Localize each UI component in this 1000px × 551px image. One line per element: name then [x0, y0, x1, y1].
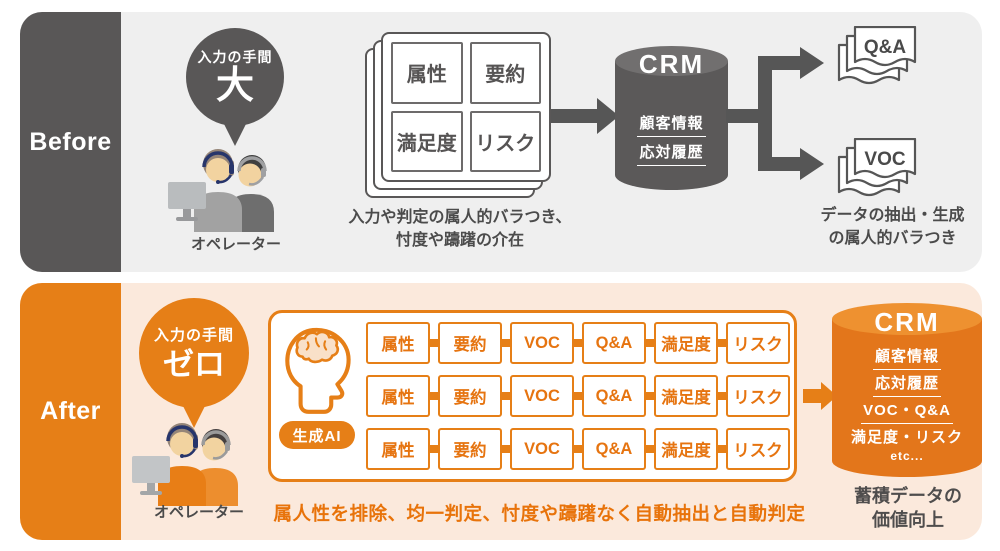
gen-ai-badge-text: 生成AI	[292, 427, 342, 445]
gbox: Q&A	[582, 428, 646, 470]
card-front: 属性 要約 満足度 リスク	[381, 32, 551, 182]
gbox: 属性	[366, 375, 430, 417]
before-bubble-line1: 入力の手間	[197, 49, 273, 66]
before-card-caption-line2: 忖度や躊躇の介在	[395, 232, 524, 249]
after-crm-line4: 満足度・リスク	[850, 429, 963, 446]
after-bubble-line1: 入力の手間	[153, 327, 234, 345]
gbox: VOC	[510, 322, 574, 364]
before-output-caption: データの抽出・生成 の属人的バラつき	[795, 204, 990, 250]
card-cell-satisfaction: 満足度	[391, 110, 463, 172]
qa-documents-icon	[837, 26, 917, 85]
connector	[574, 392, 582, 400]
after-crm-caption: 蓄積データの 価値向上	[818, 484, 998, 532]
ai-output-row-2: 属性 要約 VOC Q&A 満足度 リスク	[366, 375, 790, 417]
arrow-panel-to-crm	[803, 389, 821, 403]
before-speech-bubble: 入力の手間 大	[186, 28, 284, 126]
before-crm-line1: 顧客情報	[637, 112, 706, 137]
before-operators-icon	[168, 149, 274, 232]
voc-doc-label: VOC	[864, 149, 906, 170]
before-label: Before	[20, 12, 121, 272]
card-cell-attribute: 属性	[391, 42, 463, 104]
connector	[718, 392, 726, 400]
connector	[502, 445, 510, 453]
after-crm-line5: etc...	[890, 449, 924, 463]
gbox: リスク	[726, 375, 790, 417]
connector	[574, 445, 582, 453]
gbox: 属性	[366, 322, 430, 364]
after-panel-caption: 属人性を排除、均一判定、忖度や躊躇なく自動抽出と自動判定	[273, 503, 806, 524]
before-operator-label: オペレーター	[190, 236, 281, 253]
before-label-text: Before	[29, 127, 112, 156]
after-operator-label: オペレーター	[153, 504, 244, 521]
connector	[718, 339, 726, 347]
gbox: 満足度	[654, 375, 718, 417]
connector	[646, 445, 654, 453]
operator-back	[228, 155, 274, 232]
card-cell-summary: 要約	[469, 42, 541, 104]
before-crm-database: CRM 顧客情報 応対履歴	[615, 46, 728, 190]
after-speech-bubble: 入力の手間 ゼロ	[139, 298, 249, 408]
connector	[502, 392, 510, 400]
before-bubble-tail	[222, 120, 248, 146]
voc-documents-icon	[837, 138, 917, 197]
after-bubble-line2: ゼロ	[163, 347, 225, 383]
before-card-caption: 入力や判定の属人的バラつき、 忖度や躊躇の介在	[320, 206, 600, 252]
monitor-icon	[168, 182, 206, 221]
before-output-caption-line1: データの抽出・生成	[820, 207, 965, 224]
before-crm-line2: 応対履歴	[637, 141, 706, 166]
arrow-cards-to-crm-head	[597, 98, 619, 134]
ai-output-row-3: 属性 要約 VOC Q&A 満足度 リスク	[366, 428, 790, 470]
before-output-caption-line2: の属人的バラつき	[828, 230, 957, 247]
after-crm-line3: VOC・Q&A	[861, 399, 953, 424]
connector	[646, 392, 654, 400]
monitor-icon	[132, 456, 170, 495]
after-crm-caption-line2: 価値向上	[872, 510, 944, 530]
connector	[646, 339, 654, 347]
after-crm-caption-line1: 蓄積データの	[854, 486, 962, 506]
connector	[718, 445, 726, 453]
gbox: リスク	[726, 428, 790, 470]
after-crm-database: CRM 顧客情報 応対履歴 VOC・Q&A 満足度・リスク etc...	[832, 303, 982, 477]
connector	[430, 392, 438, 400]
before-bubble-line2: 大	[215, 65, 254, 108]
gbox: Q&A	[582, 375, 646, 417]
connector	[574, 339, 582, 347]
after-operators-icon	[132, 423, 238, 506]
arrow-cards-to-crm	[551, 109, 597, 123]
gbox: 要約	[438, 375, 502, 417]
operator-front	[194, 149, 242, 232]
gbox: 要約	[438, 322, 502, 364]
gbox: Q&A	[582, 322, 646, 364]
gbox: 属性	[366, 428, 430, 470]
gbox: 満足度	[654, 322, 718, 364]
after-crm-title: CRM	[874, 307, 940, 337]
connector	[430, 339, 438, 347]
gbox: 満足度	[654, 428, 718, 470]
connector	[430, 445, 438, 453]
after-label: After	[20, 283, 121, 540]
gbox: リスク	[726, 322, 790, 364]
after-label-text: After	[40, 397, 101, 425]
gbox: VOC	[510, 375, 574, 417]
before-crm-title: CRM	[638, 49, 705, 79]
before-card-caption-line1: 入力や判定の属人的バラつき、	[348, 209, 572, 226]
gbox: VOC	[510, 428, 574, 470]
ai-brain-head-icon	[285, 327, 351, 414]
card-cell-risk: リスク	[469, 110, 541, 172]
gen-ai-badge: 生成AI	[279, 421, 355, 449]
after-crm-line1: 顧客情報	[872, 345, 941, 370]
ai-output-row-1: 属性 要約 VOC Q&A 満足度 リスク	[366, 322, 790, 364]
after-crm-line2: 応対履歴	[872, 372, 941, 397]
gbox: 要約	[438, 428, 502, 470]
connector	[502, 339, 510, 347]
qa-doc-label: Q&A	[863, 37, 907, 58]
